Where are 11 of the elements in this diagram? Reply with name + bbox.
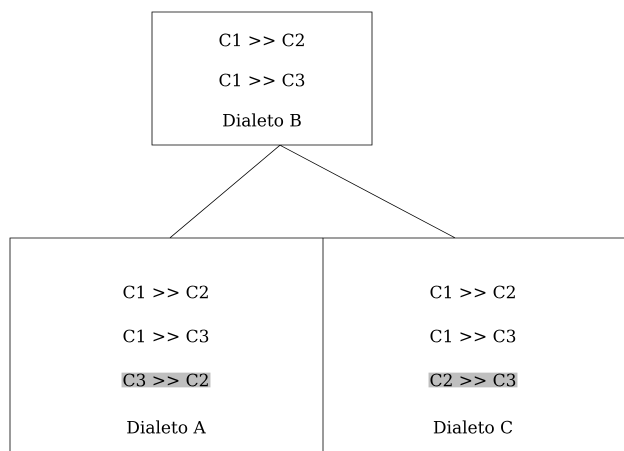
node-label: Dialeto C [434, 420, 512, 434]
node-label: C1 >> C3 [430, 330, 516, 342]
node-label: Dialeto A [127, 420, 206, 434]
connector-line [280, 144, 456, 238]
text-box: C1 >> C2 C1 >> C3 Dialeto B [152, 12, 372, 146]
table-cell: C1 >> C2 C1 >> C3 C2 >> C3 Dialeto C [322, 238, 624, 451]
node-label: C1 >> C2 [123, 286, 208, 298]
connector-line [170, 144, 280, 238]
node-label: C1 >> C3 [123, 330, 208, 342]
node-label: C1 >> C2 [430, 286, 515, 298]
table-cell: C1 >> C2 C1 >> C3 C3 >> C2 Dialeto A [10, 238, 324, 451]
